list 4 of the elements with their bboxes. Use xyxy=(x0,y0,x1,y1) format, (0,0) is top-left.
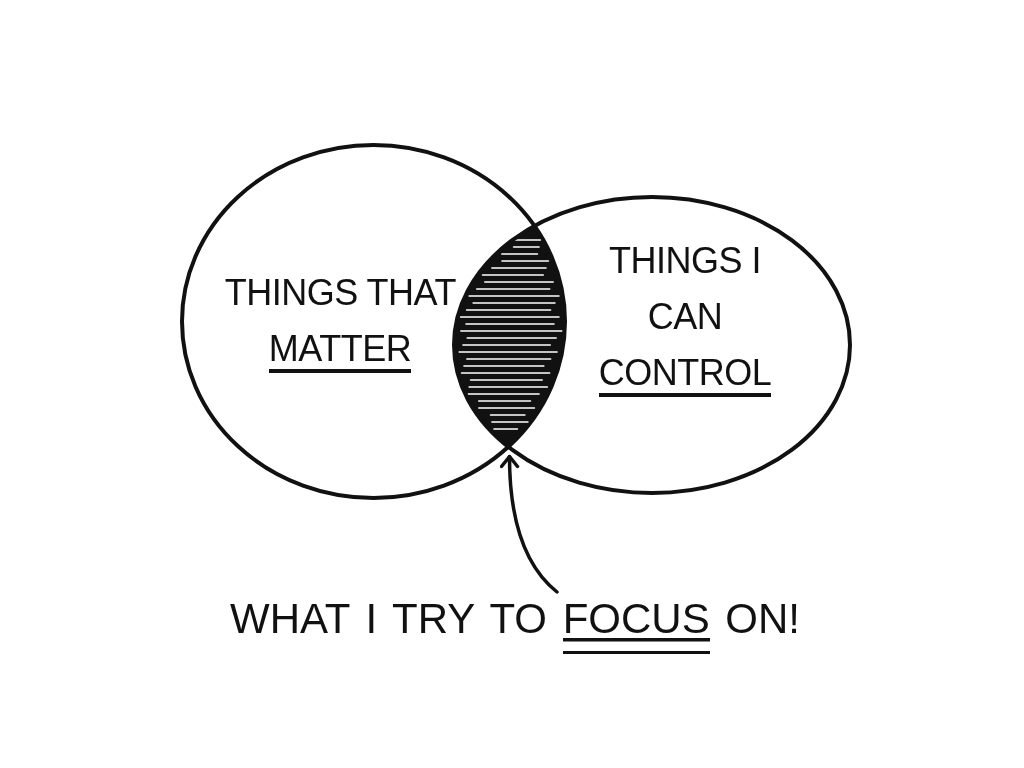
circle-label: THINGS I CAN CONTROL xyxy=(585,233,785,401)
curved-arrow xyxy=(499,454,559,594)
shaded-intersection xyxy=(454,226,565,447)
focus-caption: WHAT I TRY TO FOCUS ON! xyxy=(215,592,815,664)
